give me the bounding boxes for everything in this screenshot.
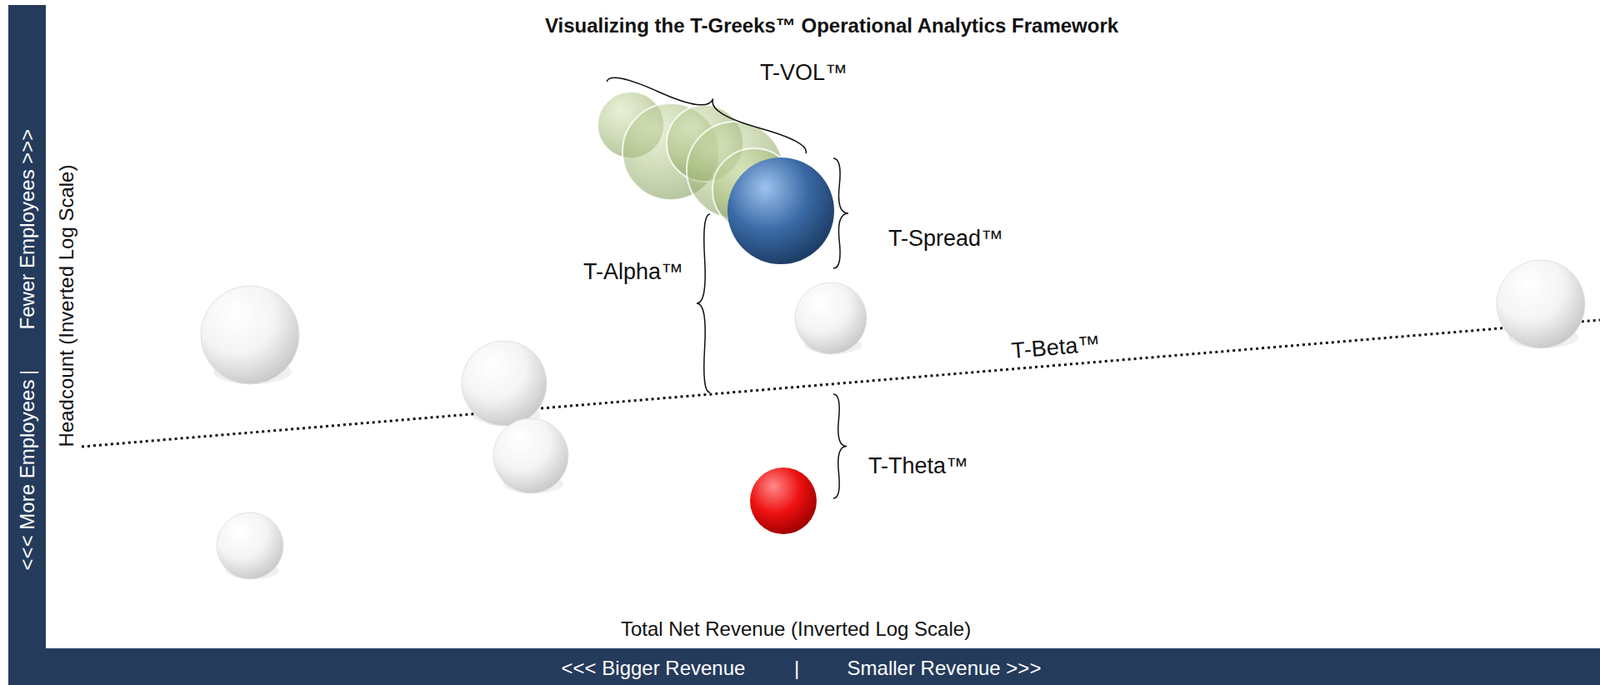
callout-brace bbox=[696, 214, 710, 393]
axis-direction: Fewer Employees >>> bbox=[15, 129, 40, 330]
peer-sphere bbox=[1496, 260, 1585, 349]
callout-label: T-Spread™ bbox=[888, 225, 1004, 252]
x-axis-bar bbox=[8, 648, 1600, 685]
peer-sphere bbox=[795, 282, 867, 355]
peer-sphere bbox=[493, 418, 569, 494]
axis-separator: | bbox=[15, 370, 40, 375]
peer-sphere bbox=[200, 285, 300, 385]
callout-label: T-Beta™ bbox=[1008, 330, 1105, 365]
chart-title: Visualizing the T-Greeks™ Operational An… bbox=[545, 14, 1119, 38]
callout-brace bbox=[606, 77, 806, 154]
y-axis-bar bbox=[8, 5, 46, 685]
axis-direction: <<< Bigger Revenue bbox=[561, 656, 746, 680]
peer-sphere bbox=[461, 340, 547, 426]
callout-brace bbox=[833, 158, 849, 269]
axis-label: Headcount (Inverted Log Scale) bbox=[55, 165, 79, 448]
callout-label: T-Alpha™ bbox=[583, 259, 684, 285]
focus-sphere bbox=[727, 157, 835, 265]
axis-direction: Smaller Revenue >>> bbox=[847, 656, 1042, 680]
callout-brace bbox=[833, 394, 847, 499]
axis-separator: | bbox=[794, 656, 800, 680]
axis-direction: <<< More Employees bbox=[15, 380, 40, 571]
axis-label: Total Net Revenue (Inverted Log Scale) bbox=[620, 617, 971, 641]
target-sphere bbox=[750, 467, 817, 535]
callout-label: T-Theta™ bbox=[868, 453, 969, 480]
callout-label: T-VOL™ bbox=[760, 60, 848, 86]
peer-sphere bbox=[216, 512, 284, 580]
